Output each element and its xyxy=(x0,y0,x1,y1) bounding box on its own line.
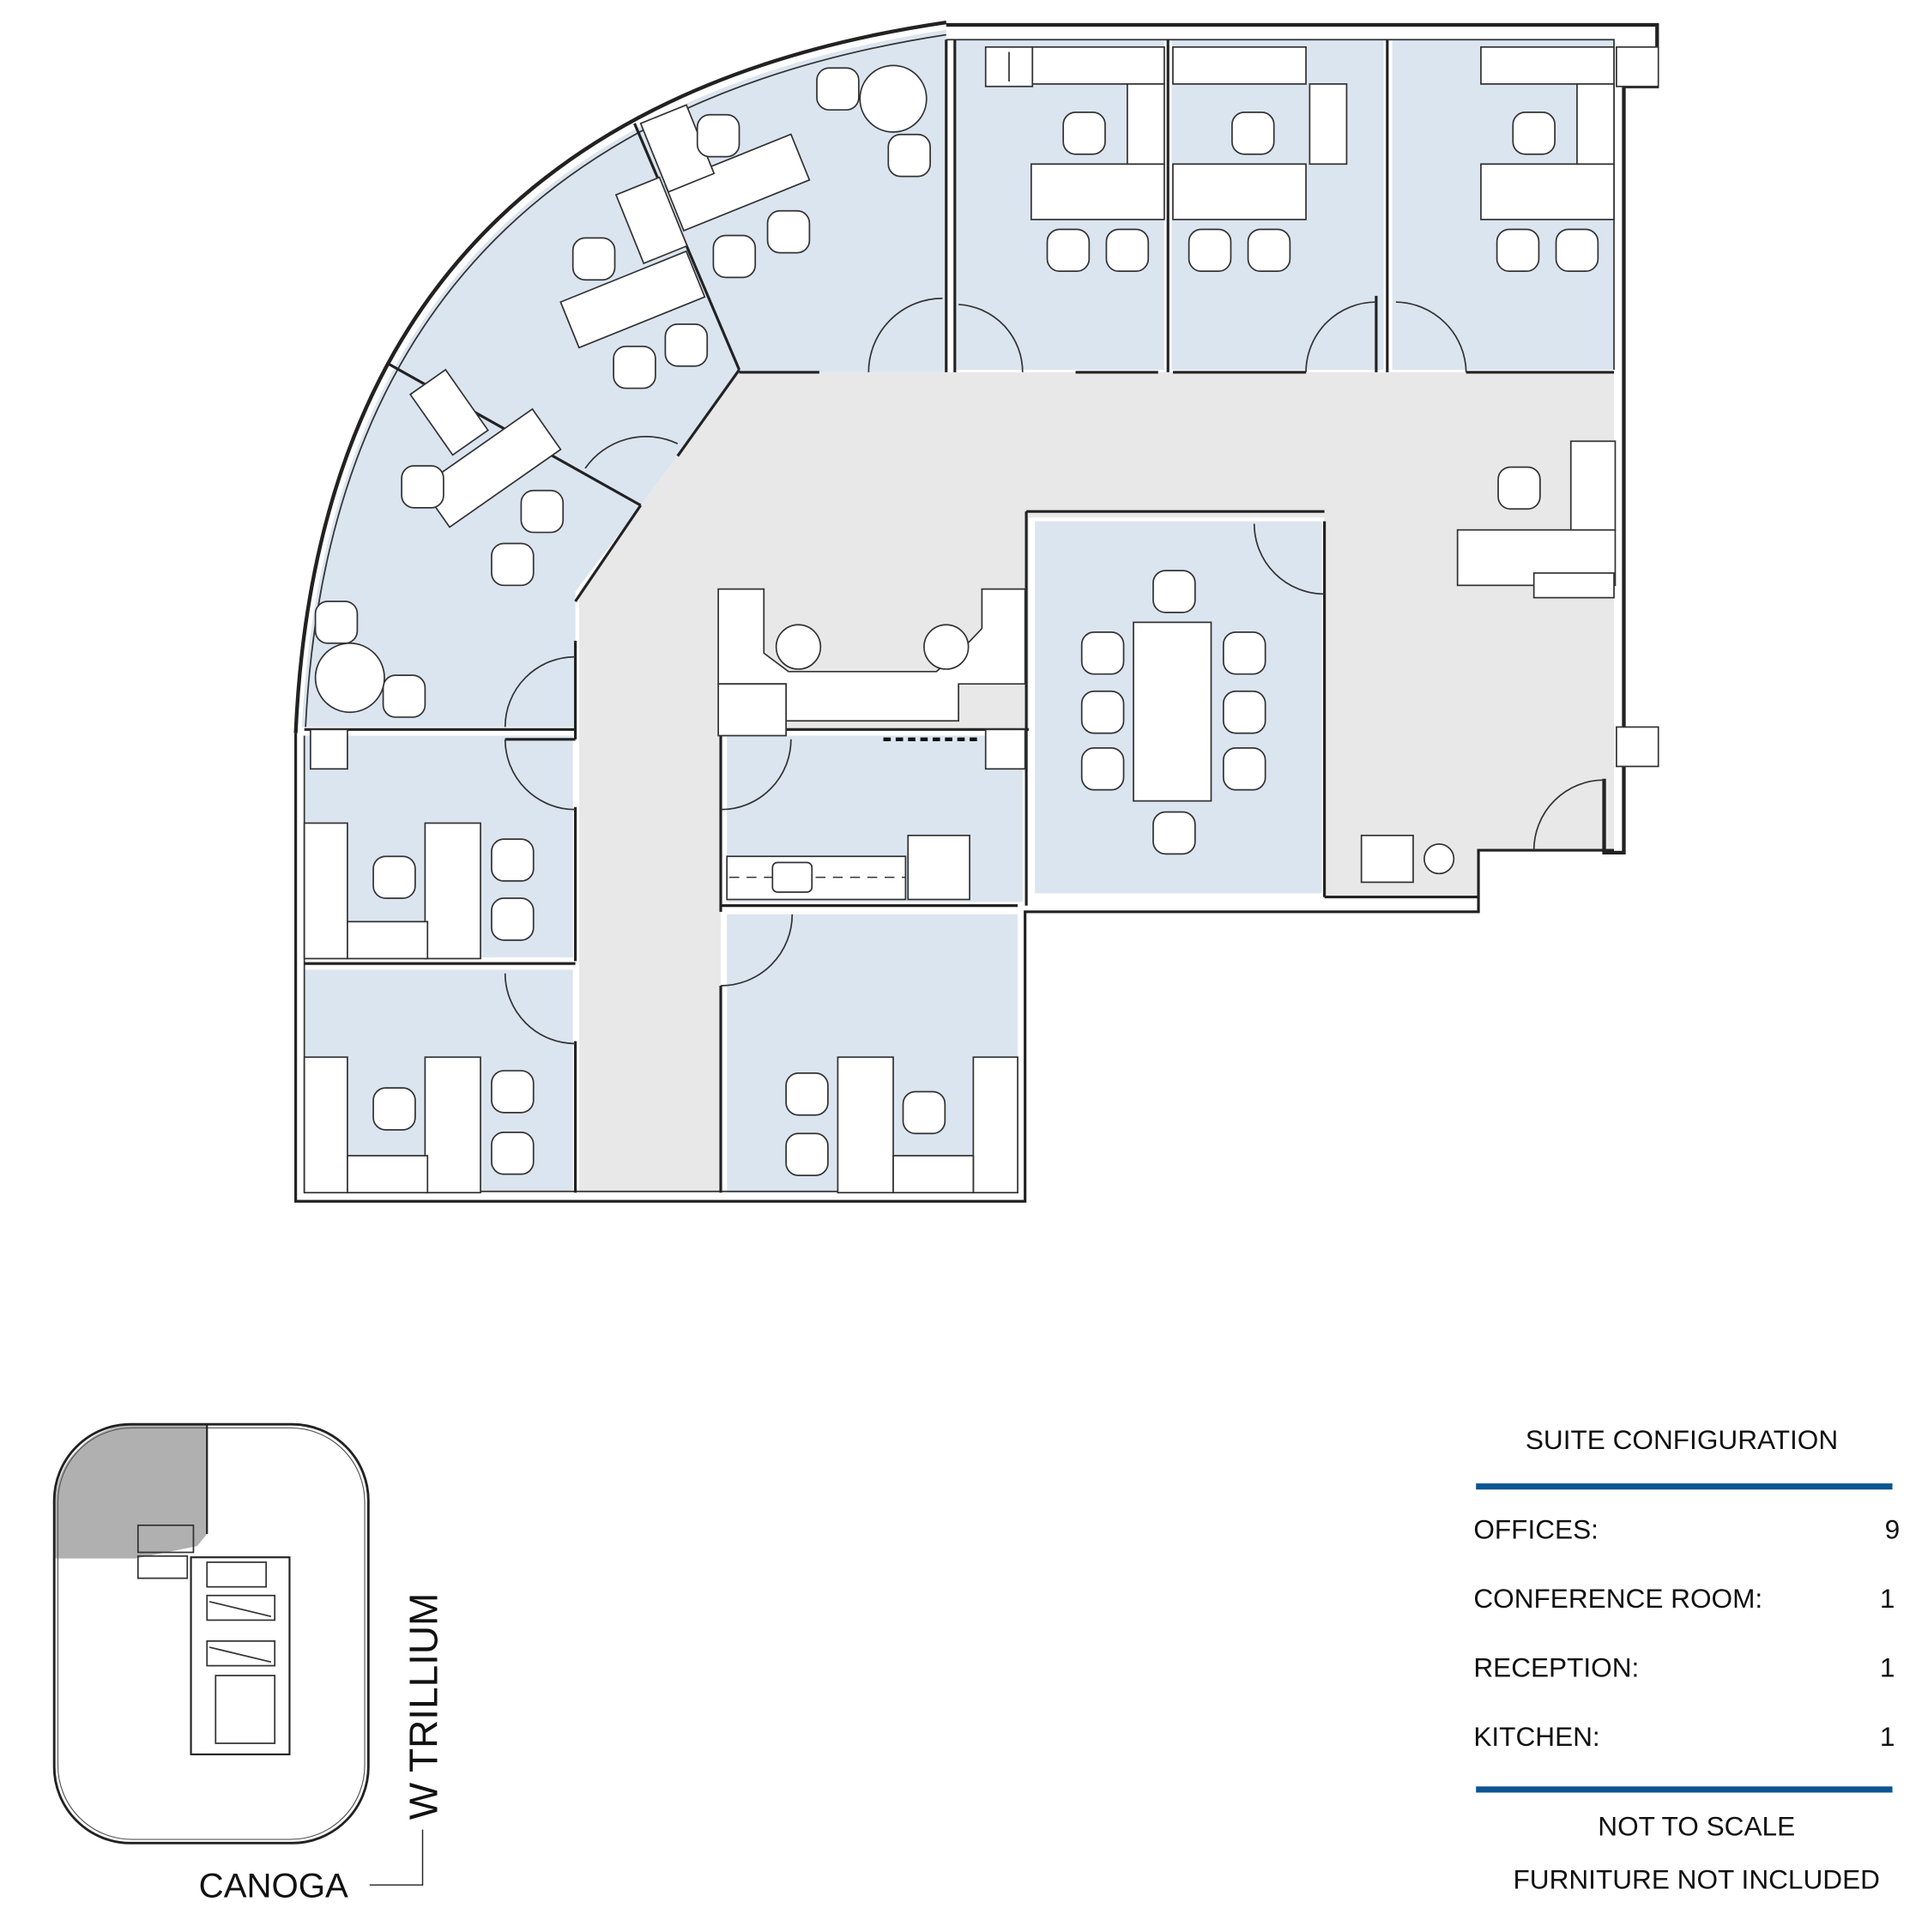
note-not-to-scale: NOT TO SCALE xyxy=(1598,1811,1795,1842)
curtain-wall-arc xyxy=(293,20,947,734)
legend-row-value: 1 xyxy=(1880,1652,1895,1683)
chair xyxy=(401,465,444,509)
legend-row-value: 1 xyxy=(1880,1721,1895,1752)
columns xyxy=(309,45,1659,884)
chair xyxy=(664,323,709,367)
desk xyxy=(1309,83,1348,166)
chair xyxy=(1231,112,1275,155)
chair xyxy=(696,113,740,158)
desk xyxy=(1172,45,1307,85)
legend-title: SUITE CONFIGURATION xyxy=(1526,1424,1838,1455)
chair xyxy=(1222,631,1266,675)
desk xyxy=(614,176,688,265)
legend-row-label: CONFERENCE ROOM: xyxy=(1473,1583,1762,1614)
desk xyxy=(1172,163,1307,220)
desk xyxy=(1576,83,1615,166)
round-table xyxy=(314,642,385,714)
desk xyxy=(1480,163,1615,220)
chair xyxy=(1046,228,1091,273)
chair xyxy=(491,897,535,941)
chair xyxy=(816,67,860,111)
round-table xyxy=(859,64,928,133)
chair xyxy=(372,1087,416,1131)
chair xyxy=(1062,112,1106,155)
desk xyxy=(664,133,811,232)
suite-floor-plan xyxy=(293,20,1659,1203)
legend-row-value: 1 xyxy=(1880,1583,1895,1614)
desk xyxy=(837,1056,894,1194)
chair xyxy=(1222,690,1266,734)
chair xyxy=(775,624,822,670)
chair xyxy=(1152,570,1196,613)
legend-rule-top xyxy=(1476,1483,1893,1490)
chair xyxy=(887,133,931,178)
chair xyxy=(712,234,757,279)
chair xyxy=(613,345,656,389)
desk xyxy=(347,1155,429,1194)
legend-row-label: OFFICES: xyxy=(1473,1514,1599,1545)
legend-row-value: 9 xyxy=(1885,1514,1901,1545)
chair xyxy=(902,1090,946,1135)
chair xyxy=(1496,228,1540,273)
chair xyxy=(785,1132,829,1176)
chair xyxy=(1555,228,1599,273)
legend-rule-bottom xyxy=(1476,1786,1893,1793)
chair xyxy=(1080,631,1125,675)
desk xyxy=(1480,45,1615,85)
corridor xyxy=(578,371,1615,1193)
desk xyxy=(303,1056,348,1194)
note-furniture-not-included: FURNITURE NOT INCLUDED xyxy=(1513,1863,1880,1894)
desk xyxy=(1030,163,1165,220)
chair xyxy=(491,1131,535,1175)
chair xyxy=(571,237,616,281)
chair xyxy=(491,838,535,882)
desk xyxy=(424,822,481,960)
chair xyxy=(1497,466,1541,510)
desk xyxy=(1031,45,1165,85)
chair xyxy=(1152,811,1196,855)
chair xyxy=(766,209,811,254)
chair xyxy=(491,542,535,587)
suite-configuration-legend: SUITE CONFIGURATION OFFICES: 9 CONFERENC… xyxy=(1473,1424,1900,1895)
legend-row-label: KITCHEN: xyxy=(1473,1721,1599,1752)
legend-row-label: RECEPTION: xyxy=(1473,1652,1639,1683)
chair xyxy=(372,855,416,899)
desk xyxy=(424,1056,481,1194)
chair xyxy=(382,674,426,718)
desk xyxy=(559,250,706,349)
street-label-east: W TRILLIUM xyxy=(402,1593,446,1820)
chair xyxy=(1512,112,1556,155)
chair xyxy=(1080,690,1125,734)
chair xyxy=(1188,228,1232,273)
chair xyxy=(1080,746,1125,791)
chair xyxy=(520,489,565,534)
door-swings xyxy=(504,297,1605,1045)
chair xyxy=(1222,746,1266,791)
street-label-south: CANOGA xyxy=(199,1867,348,1905)
chair xyxy=(785,1072,829,1116)
furniture xyxy=(303,45,1615,1194)
reception-desk xyxy=(717,440,1617,802)
desk xyxy=(347,921,429,960)
kitchen-counter xyxy=(726,737,980,901)
desk xyxy=(303,822,348,960)
desk xyxy=(892,1155,975,1194)
desk xyxy=(408,368,489,456)
chair xyxy=(1105,228,1150,273)
chair xyxy=(491,1070,535,1114)
chair xyxy=(1247,228,1291,273)
desk xyxy=(1126,83,1165,166)
desk xyxy=(972,1056,1018,1194)
key-plan: W TRILLIUM CANOGA xyxy=(52,1422,446,1905)
chair xyxy=(923,624,970,670)
chair xyxy=(314,601,359,644)
